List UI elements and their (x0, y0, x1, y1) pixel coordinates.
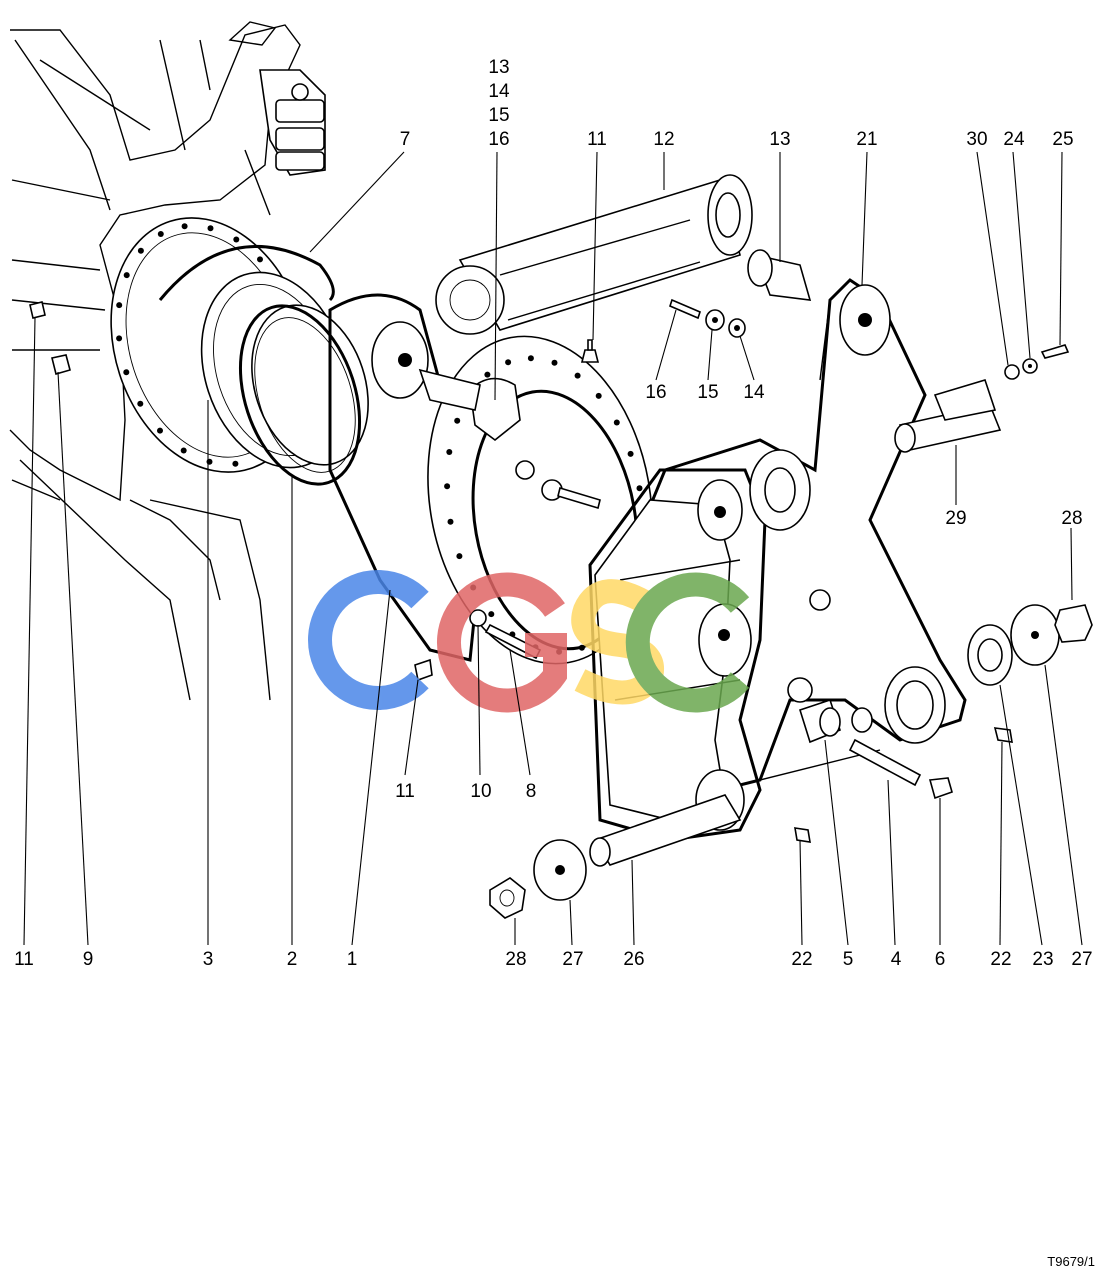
watermark-letter-s (571, 579, 664, 705)
callout-label: 14 (488, 81, 510, 102)
callout-label-7: 7 (400, 129, 411, 150)
callout-label: 14 (743, 382, 765, 403)
chassis-frame (9, 21, 326, 701)
bolt-hole (447, 518, 454, 525)
bolt-hole (157, 231, 164, 237)
callout-label: 11 (14, 949, 34, 970)
callout-label: 11 (395, 781, 415, 802)
callout-label: 9 (83, 949, 94, 970)
callout-label: 28 (1061, 508, 1082, 529)
watermark-letter-g (437, 572, 567, 713)
callout-label: 23 (1032, 949, 1053, 970)
bolt-hole (551, 359, 558, 366)
bolt-hole (613, 419, 620, 426)
lock-plate (418, 368, 601, 510)
bolt-hole (180, 447, 187, 454)
bolt-hole (527, 355, 534, 362)
bolt-hole (484, 371, 491, 378)
callout-label: 11 (587, 129, 607, 150)
callout-label: 2 (287, 949, 298, 970)
callout-label: 16 (645, 382, 666, 403)
bolt-hole (446, 449, 453, 455)
pivot-pin-13 (747, 249, 812, 301)
bolt-hole (595, 392, 602, 399)
callout-labels-mid: 16 15 14 29 28 11 10 8 (395, 382, 1082, 802)
washers-bolt-30-24-25 (1004, 344, 1070, 380)
bolt-washer-nut-upper (669, 298, 746, 338)
callout-label: 21 (856, 129, 877, 150)
bolt-hole (206, 458, 213, 465)
callout-label: 13 (488, 57, 509, 78)
leader-lines (23, 151, 1083, 946)
callout-label: 15 (488, 105, 509, 126)
bolt-hole (116, 302, 123, 309)
bolt-hole (488, 611, 495, 618)
bolt-hole (444, 483, 451, 490)
bolt-hole (456, 553, 463, 560)
nut-washer-bushing-right (967, 604, 1093, 686)
bolt-hole (207, 225, 214, 232)
bolt-hole (232, 460, 239, 467)
hub-flange (110, 217, 369, 473)
callout-label: 4 (891, 949, 902, 970)
bolt-hole (578, 644, 585, 651)
bolt-hole (181, 223, 188, 230)
callout-label: 30 (966, 129, 987, 150)
callout-label: 15 (697, 382, 718, 403)
bolt-hole (257, 256, 263, 263)
grease-nipples-22 (794, 727, 1013, 843)
bolt-hole (454, 417, 461, 424)
callout-label: 7 (400, 129, 411, 150)
callout-label: 28 (505, 949, 526, 970)
bolt-hole (505, 359, 512, 366)
callout-label: 26 (623, 949, 644, 970)
bolt-hole (157, 427, 163, 434)
callout-label: 5 (843, 949, 854, 970)
watermark-letter-c2 (625, 572, 750, 713)
callout-label: 22 (990, 949, 1011, 970)
callout-label: 12 (653, 129, 674, 150)
callout-label: 29 (945, 508, 966, 529)
callout-labels-bottom: 11 9 3 2 1 28 27 26 22 5 4 6 22 23 27 (14, 949, 1092, 970)
callout-label: 6 (935, 949, 946, 970)
callout-label: 22 (791, 949, 812, 970)
bolt-hole (636, 485, 643, 492)
callout-label: 25 (1052, 129, 1073, 150)
grease-nipple-11-upper (580, 339, 600, 363)
bolt-hole (627, 450, 634, 457)
bolt-hole (116, 335, 123, 342)
watermark-letter-c1 (308, 570, 429, 710)
drawing-reference: T9679/1 (1047, 1254, 1095, 1269)
bolt-hole (233, 236, 240, 243)
pivot-pin-26-lower (489, 794, 742, 919)
bolt-hole (123, 369, 130, 376)
bolt-hole (123, 272, 130, 279)
callout-labels-top: 13 14 15 16 11 12 13 21 30 24 25 (488, 57, 1073, 150)
cgsc-watermark (308, 570, 750, 713)
callout-label: 13 (769, 129, 790, 150)
bolt-hole (574, 372, 581, 379)
callout-label: 10 (470, 781, 491, 802)
bushing-rod-nut-lower (799, 698, 953, 800)
bolt-hole (137, 247, 144, 254)
seal-ring-7 (158, 245, 335, 302)
callout-label: 1 (347, 949, 358, 970)
swing-bracket-21 (588, 278, 967, 842)
callout-label: 8 (526, 781, 537, 802)
callout-label: 16 (488, 129, 509, 150)
callout-label: 3 (203, 949, 214, 970)
callout-label: 27 (562, 949, 583, 970)
callout-label: 27 (1071, 949, 1092, 970)
pivot-pin-29 (894, 379, 1002, 453)
callout-label: 24 (1003, 129, 1025, 150)
bolt-hole (137, 400, 144, 407)
